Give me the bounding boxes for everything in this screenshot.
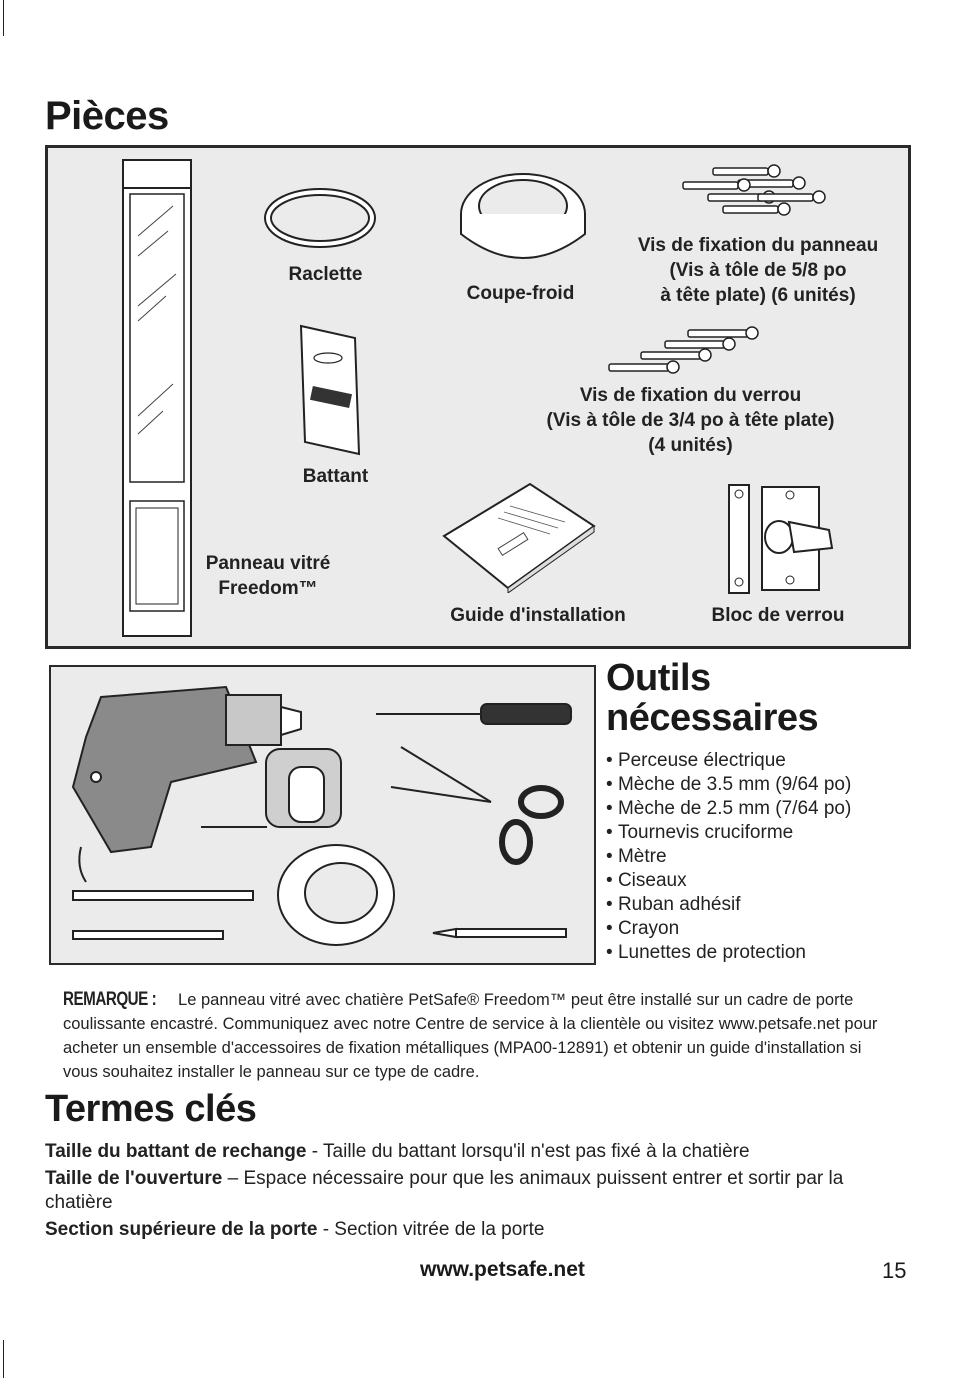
footer-url-link[interactable]: www.petsafe.net [420, 1258, 585, 1281]
pieces-heading: Pièces [45, 94, 169, 138]
drill-bit-icon [72, 890, 254, 901]
glass-panel-illustration [122, 159, 192, 637]
tool-item: Mèche de 3.5 mm (9/64 po) [606, 773, 936, 797]
vis-panneau-line-2: (Vis à tôle de 5/8 po [669, 260, 847, 281]
note-text: Le panneau vitré avec chatière PetSafe® … [63, 991, 878, 1081]
coupe-froid-label: Coupe-froid [466, 283, 575, 304]
tool-item: Tournevis cruciforme [606, 821, 936, 845]
term-definition: – Espace nécessaire pour que les animaux… [45, 1168, 844, 1213]
term-definition: - Taille du battant lorsqu'il n'est pas … [306, 1141, 750, 1162]
vis-panneau-line-1: Vis de fixation du panneau [637, 235, 879, 256]
tool-item: Mètre [606, 845, 936, 869]
battant-label: Battant [302, 466, 369, 487]
term-definition: - Section vitrée de la porte [317, 1219, 545, 1240]
panneau-line-1: Panneau vitré [205, 553, 331, 574]
panneau-line-2: Freedom™ [218, 578, 318, 599]
tool-item: Ruban adhésif [606, 893, 936, 917]
term-item: Taille de l'ouverture – Espace nécessair… [45, 1167, 915, 1215]
tool-item: Mèche de 2.5 mm (7/64 po) [606, 797, 936, 821]
pencil-icon [432, 927, 567, 939]
tool-item: Ciseaux [606, 869, 936, 893]
weatherstrip-illustration [460, 173, 586, 259]
outils-heading: Outils nécessaires [606, 657, 819, 739]
tools-panel [49, 665, 596, 965]
vis-panneau-line-3: à tête plate) (6 unités) [660, 285, 856, 306]
page-number: 15 [882, 1258, 907, 1283]
installation-guide-illustration [442, 482, 596, 593]
term-name: Section supérieure de la porte [45, 1219, 318, 1240]
parts-panel: Raclette Coupe-froid Vis de fixation du … [45, 145, 911, 649]
termes-heading: Termes clés [45, 1088, 257, 1130]
tape-measure-icon [201, 748, 342, 828]
term-name: Taille du battant de rechange [45, 1141, 307, 1162]
guide-label: Guide d'installation [450, 605, 626, 626]
drill-bit-small-icon [72, 930, 224, 940]
lock-screws-illustration [608, 326, 759, 374]
drill-icon [71, 685, 302, 883]
vis-verrou-line-1: Vis de fixation du verrou [579, 385, 802, 406]
scissors-icon [390, 746, 564, 865]
panel-screws-illustration [682, 164, 826, 216]
note-keyword: REMARQUE : [63, 989, 157, 1010]
screwdriver-icon [376, 703, 572, 725]
term-name: Taille de l'ouverture [45, 1168, 223, 1189]
adhesive-tape-icon [277, 844, 395, 946]
vis-verrou-line-2: (Vis à tôle de 3/4 po à tête plate) [546, 410, 835, 431]
crop-mark-bottom [3, 1340, 4, 1378]
note-paragraph: REMARQUE : Le panneau vitré avec chatièr… [63, 988, 898, 1084]
vis-verrou-line-3: (4 unités) [648, 435, 733, 456]
outils-heading-line-1: Outils [606, 657, 711, 699]
raclette-label: Raclette [288, 264, 363, 285]
outils-heading-line-2: nécessaires [606, 697, 819, 739]
tool-item: Perceuse électrique [606, 749, 936, 773]
flap-illustration [299, 324, 361, 456]
bloc-label: Bloc de verrou [711, 605, 845, 626]
lock-block-illustration [728, 484, 834, 594]
term-item: Taille du battant de rechange - Taille d… [45, 1140, 915, 1164]
squeegee-strip-illustration [264, 188, 376, 248]
tools-illustration [71, 685, 572, 946]
vis-panneau-label: Vis de fixation du panneau (Vis à tôle d… [608, 233, 908, 308]
tools-list: Perceuse électrique Mèche de 3.5 mm (9/6… [606, 749, 936, 965]
panneau-label: Panneau vitré Freedom™ [188, 551, 348, 601]
terms-list: Taille du battant de rechange - Taille d… [45, 1140, 915, 1245]
vis-verrou-label: Vis de fixation du verrou (Vis à tôle de… [503, 383, 878, 458]
term-item: Section supérieure de la porte - Section… [45, 1218, 915, 1242]
tool-item: Lunettes de protection [606, 941, 936, 965]
crop-mark-top [3, 0, 4, 36]
tool-item: Crayon [606, 917, 936, 941]
